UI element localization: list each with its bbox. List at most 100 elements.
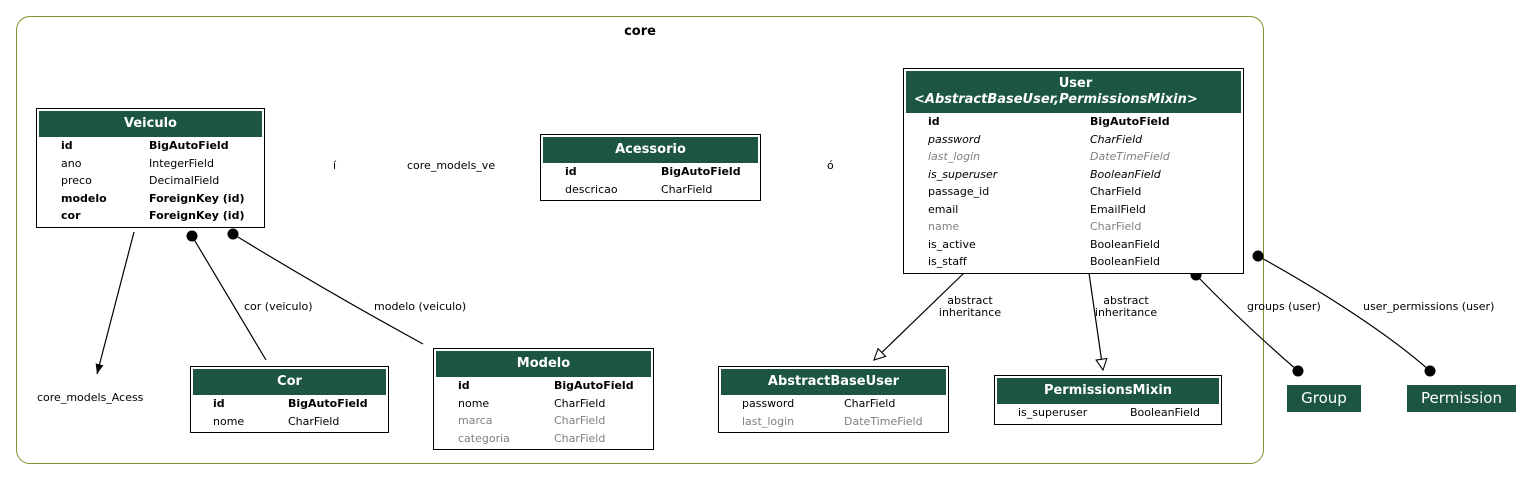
edge-dot-perm-src xyxy=(1252,250,1264,262)
table-row: is_superuser BooleanField xyxy=(997,404,1219,422)
field-name: is_active xyxy=(928,237,976,251)
field-name: last_login xyxy=(742,414,795,428)
field-type: BigAutoField xyxy=(1090,115,1170,128)
table-row: id BigAutoField xyxy=(436,377,651,395)
table-row: id BigAutoField xyxy=(906,113,1241,131)
edge-dot-cor xyxy=(186,230,198,242)
table-row: id BigAutoField xyxy=(543,163,758,181)
field-type: BigAutoField xyxy=(661,165,741,178)
edge-dot-groups-dst xyxy=(1292,365,1304,377)
field-type: ForeignKey (id) xyxy=(149,191,245,205)
field-type: EmailField xyxy=(1090,202,1146,216)
field-name: categoria xyxy=(458,431,510,445)
table-permissionsmixin: PermissionsMixin is_superuser BooleanFiel… xyxy=(994,375,1222,425)
field-name: nome xyxy=(213,414,245,428)
field-name: descricao xyxy=(565,182,618,196)
field-name: id xyxy=(213,397,225,410)
field-type: CharField xyxy=(1090,185,1142,198)
table-row: id BigAutoField xyxy=(39,137,262,155)
cluster-core xyxy=(16,16,1264,464)
field-name: password xyxy=(928,132,981,146)
table-title: AbstractBaseUser xyxy=(721,369,946,395)
field-name: passage_id xyxy=(928,185,990,198)
field-name: password xyxy=(742,397,795,410)
table-title: Modelo xyxy=(436,351,651,377)
table-title: PermissionsMixin xyxy=(997,378,1219,404)
table-row: modelo ForeignKey (id) xyxy=(39,190,262,208)
table-row: categoria CharField xyxy=(436,430,651,448)
field-type: CharField xyxy=(1090,220,1142,233)
table-row: email EmailField xyxy=(906,201,1241,219)
field-type: DecimalField xyxy=(149,174,220,187)
label-core-models-acess: core_models_Acess xyxy=(37,391,144,404)
field-type: BigAutoField xyxy=(149,139,229,152)
edge-label-user-permissions-user: user_permissions (user) xyxy=(1363,300,1495,313)
field-name: id xyxy=(61,139,73,152)
edge-user-permissions-user xyxy=(1257,255,1431,372)
table-row: last_login DateTimeField xyxy=(721,413,946,431)
edge-user-abstractbaseuser xyxy=(874,272,965,360)
field-type: CharField xyxy=(554,414,606,427)
field-name: is_superuser xyxy=(1018,406,1088,419)
field-name: id xyxy=(565,165,577,178)
table-row: password CharField xyxy=(721,395,946,413)
field-type: CharField xyxy=(554,431,606,445)
field-name: modelo xyxy=(61,191,107,205)
field-type: BooleanField xyxy=(1090,237,1160,251)
field-name: email xyxy=(928,202,959,216)
table-title: Acessorio xyxy=(543,137,758,163)
edge-label-modelo-veiculo: modelo (veiculo) xyxy=(374,300,467,313)
field-type: CharField xyxy=(844,397,896,410)
table-user: User <AbstractBaseUser,PermissionsMixin>… xyxy=(903,68,1244,274)
table-row: is_staff BooleanField xyxy=(906,253,1241,271)
table-row: id BigAutoField xyxy=(193,395,386,413)
field-type: BigAutoField xyxy=(554,379,634,392)
label-i-acute: í xyxy=(333,159,337,172)
table-subtitle: <AbstractBaseUser,PermissionsMixin> xyxy=(914,92,1198,107)
field-type: BooleanField xyxy=(1090,167,1161,181)
field-type: IntegerField xyxy=(149,156,214,170)
table-title-main: User xyxy=(1058,76,1093,91)
label-o-acute: ó xyxy=(827,159,834,172)
edge-label-abstract-inheritance-2: abstract inheritance xyxy=(1094,294,1158,319)
field-type: BooleanField xyxy=(1090,255,1160,268)
field-type: BooleanField xyxy=(1130,406,1200,419)
table-row: is_superuser BooleanField xyxy=(906,166,1241,184)
edge-label-cor-veiculo: cor (veiculo) xyxy=(244,300,313,313)
table-row: preco DecimalField xyxy=(39,172,262,190)
table-abstractbaseuser: AbstractBaseUser password CharField last_l… xyxy=(718,366,949,433)
edge-label-groups-user: groups (user) xyxy=(1247,300,1321,313)
edge-user-permissionsmixin xyxy=(1088,272,1103,370)
edge-dot-modelo xyxy=(227,228,239,240)
node-group: Group xyxy=(1287,385,1361,412)
label-core-models-ve: core_models_ve xyxy=(407,159,496,172)
edge-label-abstract-inheritance-1: abstract inheritance xyxy=(938,294,1002,319)
table-title: User <AbstractBaseUser,PermissionsMixin> xyxy=(906,71,1241,113)
field-name: is_staff xyxy=(928,255,967,268)
field-type: DateTimeField xyxy=(844,414,923,428)
table-title: Veiculo xyxy=(39,111,262,137)
field-name: id xyxy=(928,115,940,128)
edge-veiculo-to-acess xyxy=(95,231,135,375)
field-name: preco xyxy=(61,174,92,187)
field-name: nome xyxy=(458,396,490,410)
edge-modelo-veiculo xyxy=(232,233,424,345)
field-type: BigAutoField xyxy=(288,397,368,410)
field-name: id xyxy=(458,379,470,392)
edge-cor-veiculo xyxy=(191,235,267,361)
field-name: is_superuser xyxy=(928,167,998,181)
cluster-title: core xyxy=(624,24,656,39)
field-type: DateTimeField xyxy=(1090,150,1170,163)
field-type: ForeignKey (id) xyxy=(149,209,245,222)
edge-groups-user xyxy=(1195,274,1299,372)
